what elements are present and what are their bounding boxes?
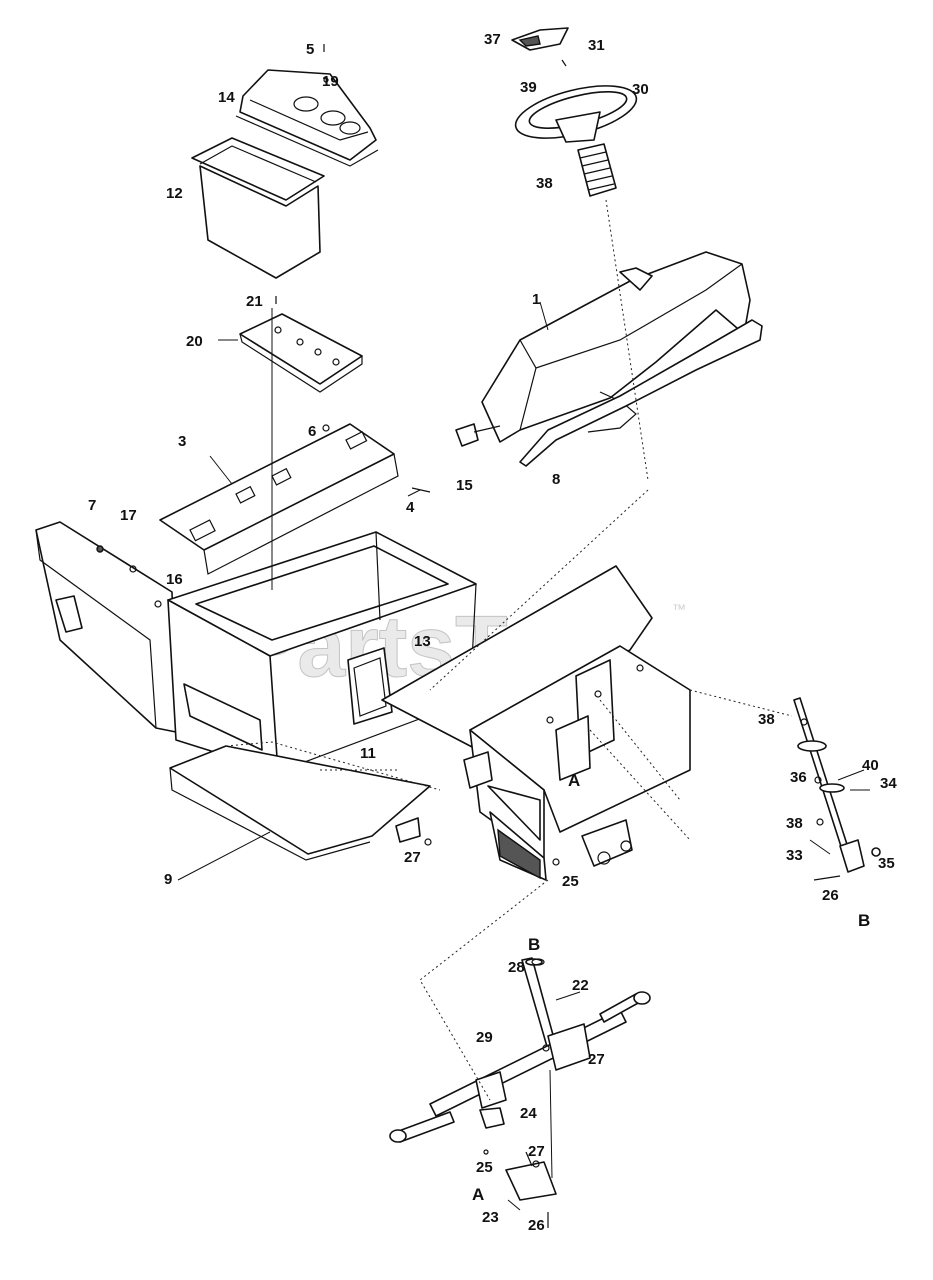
callout-35: 35: [878, 855, 895, 872]
callout-40: 40: [862, 757, 879, 774]
callout-36: 36: [790, 769, 807, 786]
cup-holder-tray: [235, 69, 379, 167]
callout-37: 37: [484, 31, 501, 48]
callout-5: 5: [306, 41, 314, 58]
reference-letter-b1: B: [528, 935, 540, 954]
callout-23: 23: [482, 1209, 499, 1226]
trim-strip: [519, 319, 763, 467]
callout-22: 22: [572, 977, 589, 994]
callout-25a: 25: [562, 873, 579, 890]
callout-38a: 38: [536, 175, 553, 192]
reference-letter-a2: A: [472, 1185, 484, 1204]
watermark-trademark: ™: [672, 601, 686, 617]
callout-19: 19: [322, 73, 339, 90]
hardware: [96, 44, 824, 1168]
callout-33: 33: [786, 847, 803, 864]
callout-15: 15: [456, 477, 473, 494]
reference-letter-a1: A: [568, 771, 580, 790]
console-panel: [159, 423, 399, 575]
steering-shaft: [793, 697, 881, 881]
leader-lines: [177, 199, 870, 1211]
steering-boot: [577, 143, 617, 197]
callout-1: 1: [532, 291, 540, 308]
callout-25b: 25: [476, 1159, 493, 1176]
callout-16: 16: [166, 571, 183, 588]
left-frame-rail: [35, 521, 177, 733]
callout-30: 30: [632, 81, 649, 98]
callout-28: 28: [508, 959, 525, 976]
callout-8: 8: [552, 471, 560, 488]
callout-38b: 38: [758, 711, 775, 728]
callout-29: 29: [476, 1029, 493, 1046]
callout-26b: 26: [528, 1217, 545, 1234]
callout-17: 17: [120, 507, 137, 524]
callout-6: 6: [308, 423, 316, 440]
storage-bin: [191, 137, 325, 279]
mounting-plate: [239, 313, 363, 393]
callout-9: 9: [164, 871, 172, 888]
callout-27b: 27: [588, 1051, 605, 1068]
callout-31: 31: [588, 37, 605, 54]
callout-labels: 1 3 4 5 6 7 8 9 11 12 13 14 15 16 17 19 …: [88, 31, 897, 1234]
callout-26a: 26: [822, 887, 839, 904]
reference-letter-b2: B: [858, 911, 870, 930]
callout-38c: 38: [786, 815, 803, 832]
steering-rack: [389, 957, 651, 1228]
steering-cap: [511, 27, 569, 51]
callout-24: 24: [520, 1105, 537, 1122]
callout-20: 20: [186, 333, 203, 350]
callout-3: 3: [178, 433, 186, 450]
callout-27c: 27: [528, 1143, 545, 1160]
callout-4: 4: [406, 499, 415, 516]
callout-27a: 27: [404, 849, 421, 866]
steering-wheel: [514, 85, 638, 143]
callout-11: 11: [360, 745, 376, 762]
callout-14: 14: [218, 89, 235, 106]
callout-13: 13: [414, 633, 431, 650]
throttle-knob: [455, 423, 501, 447]
main-box-frame: [167, 531, 477, 773]
callout-34: 34: [880, 775, 897, 792]
callout-21: 21: [246, 293, 263, 310]
callout-39: 39: [520, 79, 537, 96]
rear-frame: [381, 565, 691, 881]
floor-pan: [169, 741, 441, 861]
dash-hood: [481, 251, 751, 443]
callout-12: 12: [166, 185, 183, 202]
callout-7: 7: [88, 497, 96, 514]
